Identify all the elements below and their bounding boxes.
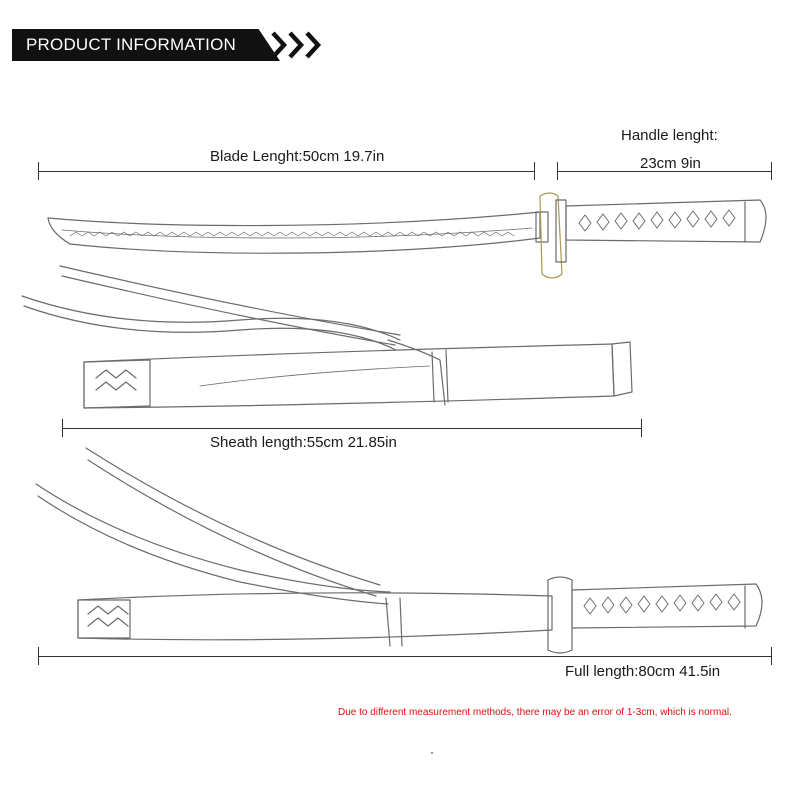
sheath-sketch [83, 341, 633, 409]
dimension-tick [38, 162, 39, 180]
blade-dimension-line [38, 171, 535, 172]
full-length-label: Full length:80cm 41.5in [565, 663, 721, 680]
handle-sketch [565, 199, 767, 243]
header-banner [12, 29, 280, 61]
dimension-tick [641, 419, 642, 437]
dimension-tick [62, 419, 63, 437]
guard-sketch [539, 192, 567, 279]
blade-length-label: Blade Lenght:50cm 19.7in [210, 148, 385, 165]
chevron-right-icon [287, 30, 305, 60]
cord-sketch [35, 447, 391, 605]
dimension-tick [38, 647, 39, 665]
dimension-tick [771, 162, 772, 180]
chevron-right-icon [304, 30, 322, 60]
cord-sketch [21, 265, 446, 406]
full-dimension-line [38, 656, 772, 657]
measurement-note: Due to different measurement methods, th… [338, 707, 732, 718]
sheath-dimension-line [62, 428, 642, 429]
dimension-tick [557, 162, 558, 180]
dimension-tick [534, 162, 535, 180]
chevron-right-icon [270, 30, 288, 60]
full-katana-sketch [77, 576, 763, 654]
decorative-dot [431, 752, 433, 754]
handle-dimension-line [557, 171, 772, 172]
sheath-length-label: Sheath length:55cm 21.85in [210, 434, 397, 451]
section-title: PRODUCT INFORMATION [26, 35, 236, 54]
handle-length-value: 23cm 9in [640, 155, 701, 172]
handle-length-label: Handle lenght: [621, 127, 718, 144]
dimension-tick [771, 647, 772, 665]
blade-sketch [47, 211, 549, 254]
